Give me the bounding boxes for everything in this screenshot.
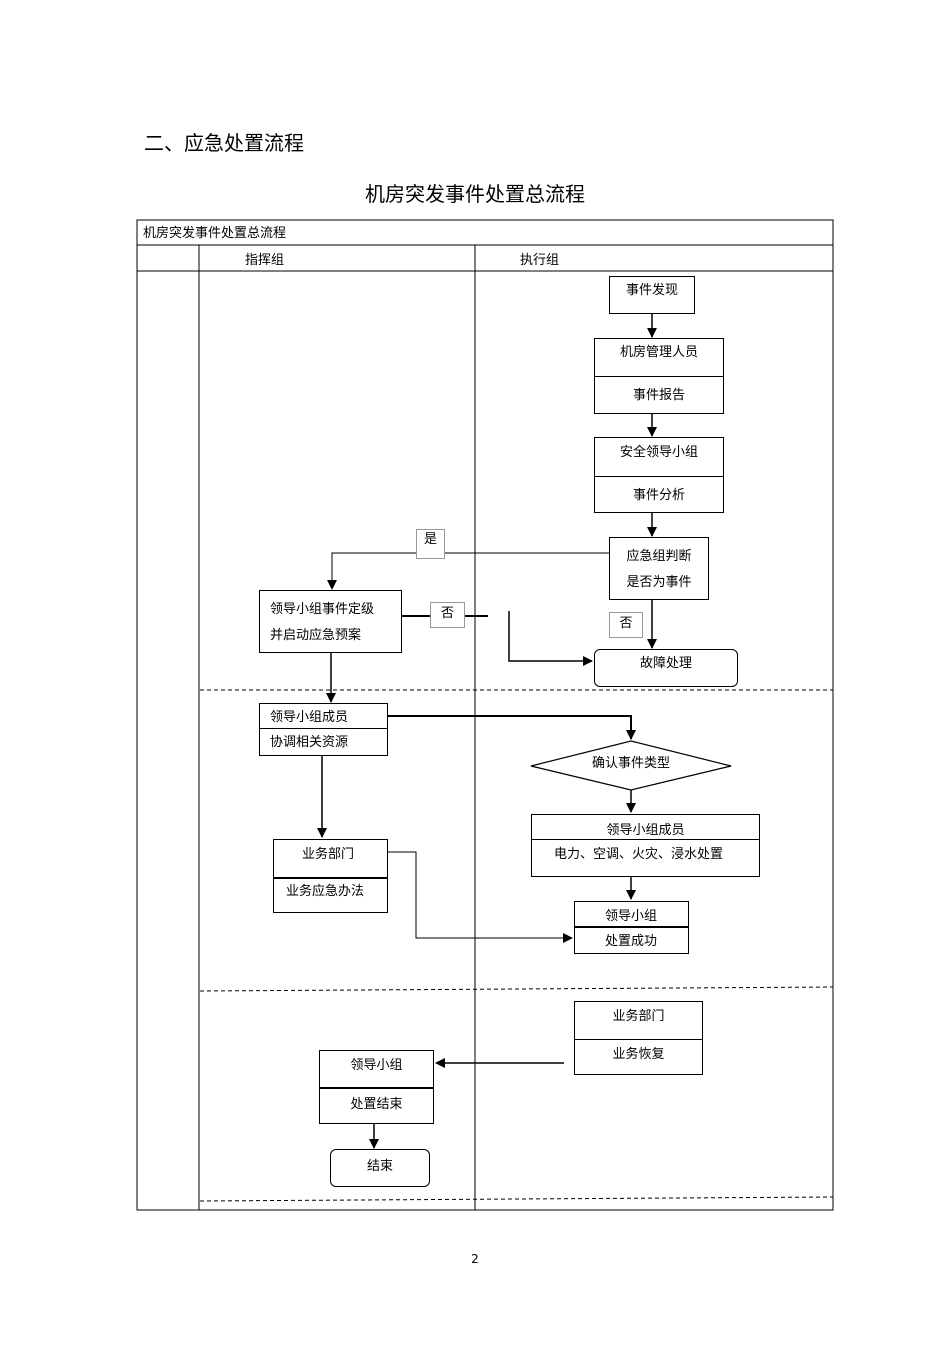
- chart-title: 机房突发事件处置总流程: [365, 182, 585, 206]
- node-label: 领导小组: [350, 1058, 403, 1073]
- edge-label-no-left: 否: [430, 602, 465, 628]
- edge-label-yes: 是: [416, 529, 445, 559]
- node-label: 是否为事件: [626, 575, 692, 590]
- node-analysis: 安全领导小组 事件分析: [594, 437, 724, 513]
- phase-separator-3: [199, 1196, 834, 1202]
- node-business-method: 业务部门 业务应急办法: [273, 839, 388, 913]
- node-label: 故障处理: [639, 656, 692, 671]
- confirm-diamond-label: 确认事件类型: [591, 756, 670, 771]
- node-label: 协调相关资源: [270, 735, 349, 750]
- phase-separator-2: [199, 986, 834, 992]
- arrow-bizmethod-success: [388, 851, 573, 943]
- node-fault: 故障处理: [594, 649, 738, 687]
- node-label: 结束: [366, 1159, 393, 1174]
- node-report: 机房管理人员 事件报告: [594, 338, 724, 414]
- node-coordinate: 领导小组成员 协调相关资源: [259, 703, 388, 756]
- column-header-command: 指挥组: [245, 253, 285, 268]
- node-label: 事件报告: [632, 388, 685, 403]
- node-label: 领导小组: [605, 909, 658, 924]
- node-finish: 领导小组 处置结束: [319, 1050, 434, 1124]
- node-event-discover: 事件发现: [609, 276, 695, 314]
- node-label: 电力、空调、火灾、浸水处置: [554, 847, 724, 862]
- node-recover: 业务部门 业务恢复: [574, 1001, 703, 1075]
- section-heading: 二、应急处置流程: [144, 131, 304, 155]
- node-label: 业务恢复: [612, 1047, 665, 1062]
- node-label: 安全领导小组: [619, 445, 698, 460]
- node-label: 业务应急办法: [286, 884, 365, 899]
- node-label: 领导小组成员: [270, 710, 349, 725]
- node-label: 业务部门: [302, 847, 355, 862]
- node-label: 业务部门: [612, 1009, 665, 1024]
- node-label: 领导小组事件定级: [270, 602, 375, 617]
- node-label: 处置成功: [605, 934, 658, 949]
- node-handle: 领导小组成员 电力、空调、火灾、浸水处置: [531, 814, 760, 877]
- arrow-judge-grade: [327, 552, 609, 590]
- node-label: 应急组判断: [626, 549, 692, 564]
- node-label: 事件分析: [632, 488, 685, 503]
- node-success: 领导小组 处置成功: [574, 901, 689, 954]
- node-label: 处置结束: [350, 1097, 403, 1112]
- arrow-coord-confirm: [388, 715, 636, 740]
- node-judge: 应急组判断 是否为事件: [609, 537, 709, 600]
- edge-label-no-right: 否: [609, 612, 643, 638]
- node-label: 机房管理人员: [619, 345, 698, 360]
- node-label: 领导小组成员: [606, 823, 685, 838]
- arrow-grade-fault: [508, 611, 593, 666]
- table-caption: 机房突发事件处置总流程: [143, 226, 287, 241]
- table-frame: [136, 219, 834, 1211]
- node-end: 结束: [330, 1149, 430, 1187]
- confirm-diamond: [530, 740, 732, 791]
- node-label: 并启动应急预案: [270, 628, 362, 643]
- page-number: 2: [471, 1252, 479, 1266]
- node-label: 事件发现: [625, 283, 678, 298]
- node-grade: 领导小组事件定级 并启动应急预案: [259, 590, 402, 653]
- column-header-execution: 执行组: [520, 253, 560, 268]
